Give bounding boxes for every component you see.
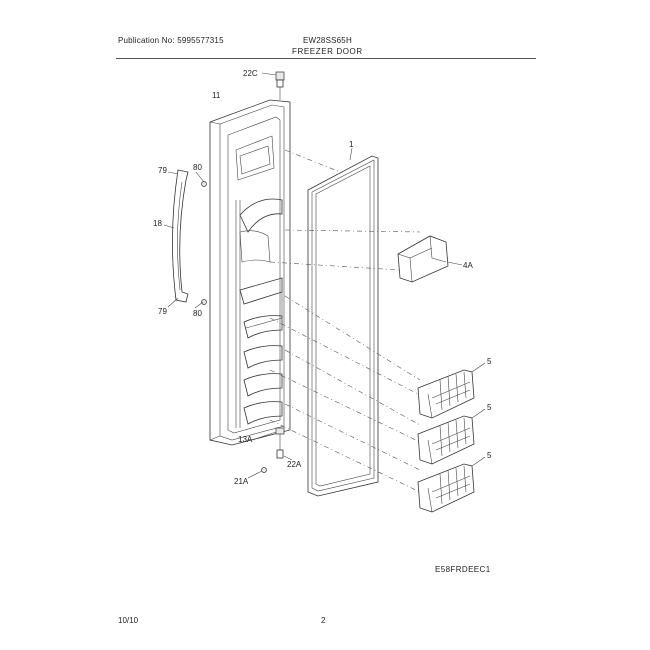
door-gasket	[307, 147, 379, 497]
bottom-hinge-parts	[247, 427, 293, 479]
assembly-projection-lines	[269, 149, 421, 493]
callout-80-bottom: 80	[193, 309, 202, 318]
header-divider	[116, 58, 536, 59]
callout-4A: 4A	[463, 261, 473, 270]
callout-5-second: 5	[487, 403, 492, 412]
diagram-code: E58FRDEEC1	[435, 565, 491, 574]
footer-date: 10/10	[118, 616, 139, 625]
callout-79-top: 79	[158, 166, 167, 175]
callout-1: 1	[349, 140, 354, 149]
door-bin-3	[417, 456, 486, 513]
callout-79-bottom: 79	[158, 307, 167, 316]
callout-22A: 22A	[287, 460, 302, 469]
dispenser-cover	[397, 235, 463, 283]
publication-number: Publication No: 5995577315	[118, 36, 224, 45]
door-handle	[163, 169, 207, 309]
door-shell	[209, 99, 291, 446]
section-title: FREEZER DOOR	[292, 47, 363, 56]
callout-18: 18	[153, 219, 162, 228]
callout-22C: 22C	[243, 69, 258, 78]
callout-5-third: 5	[487, 451, 492, 460]
top-hinge-pin	[261, 71, 285, 100]
callout-5-first: 5	[487, 357, 492, 366]
model-number: EW28SS65H	[303, 36, 352, 45]
callout-13A: 13A	[238, 435, 253, 444]
door-bin-1	[417, 362, 486, 419]
door-bin-2	[417, 408, 486, 465]
callout-21A: 21A	[234, 477, 249, 486]
callout-11: 11	[212, 91, 221, 100]
callout-80-top: 80	[193, 163, 202, 172]
page-number: 2	[321, 616, 326, 625]
